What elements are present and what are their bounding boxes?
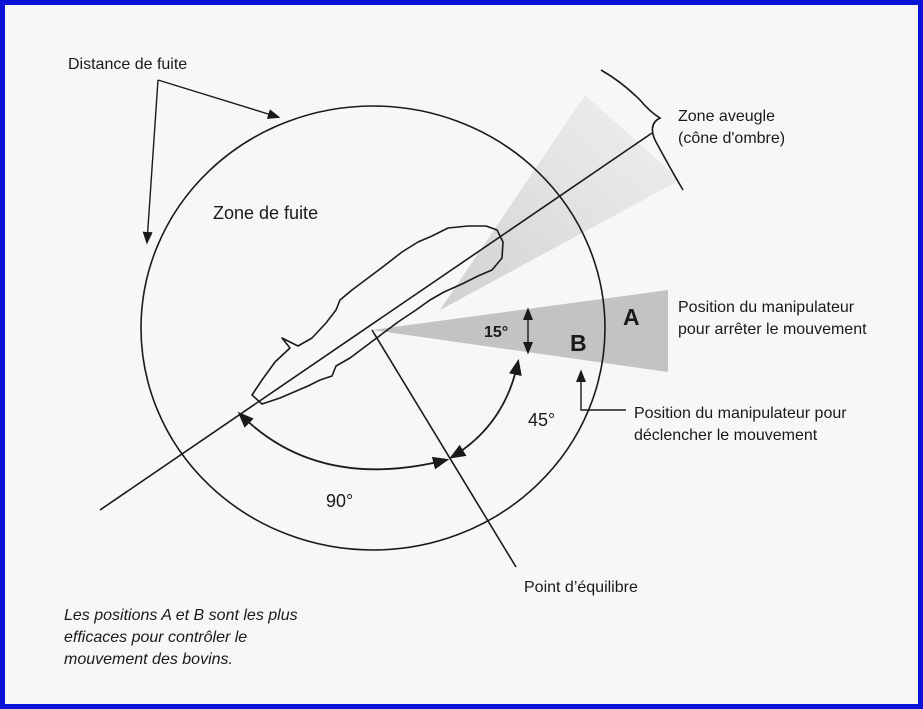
handler-zone-wedge — [372, 290, 668, 372]
position-b-label-line2: déclencher le mouvement — [634, 425, 817, 446]
position-a-label-line2: pour arrêter le mouvement — [678, 319, 867, 340]
cattle-silhouette — [252, 226, 503, 404]
angle-90-label: 90° — [326, 491, 353, 512]
position-b-callout-arrow — [581, 372, 626, 410]
position-a-letter: A — [623, 307, 640, 328]
flight-distance-arrow-right — [158, 80, 278, 117]
flight-distance-label: Distance de fuite — [68, 54, 187, 75]
blind-zone-label-line2: (cône d'ombre) — [678, 128, 785, 149]
flight-zone-label: Zone de fuite — [213, 203, 318, 224]
angle-45-arc — [452, 362, 518, 457]
position-b-letter: B — [570, 333, 587, 354]
flight-distance-arrow-left — [147, 80, 158, 242]
position-a-label-line1: Position du manipulateur — [678, 297, 854, 318]
blind-zone-label-line1: Zone aveugle — [678, 106, 775, 127]
caption-line3: mouvement des bovins. — [64, 649, 233, 671]
angle-45-label: 45° — [528, 410, 555, 431]
angle-90-arc — [240, 414, 446, 469]
balance-point-label: Point d’équilibre — [524, 577, 638, 598]
position-b-label-line1: Position du manipulateur pour — [634, 403, 847, 424]
angle-15-label: 15° — [484, 322, 508, 343]
caption-line1: Les positions A et B sont les plus — [64, 605, 298, 627]
balance-point-line — [372, 330, 516, 567]
caption-line2: efficaces pour contrôler le — [64, 627, 247, 649]
